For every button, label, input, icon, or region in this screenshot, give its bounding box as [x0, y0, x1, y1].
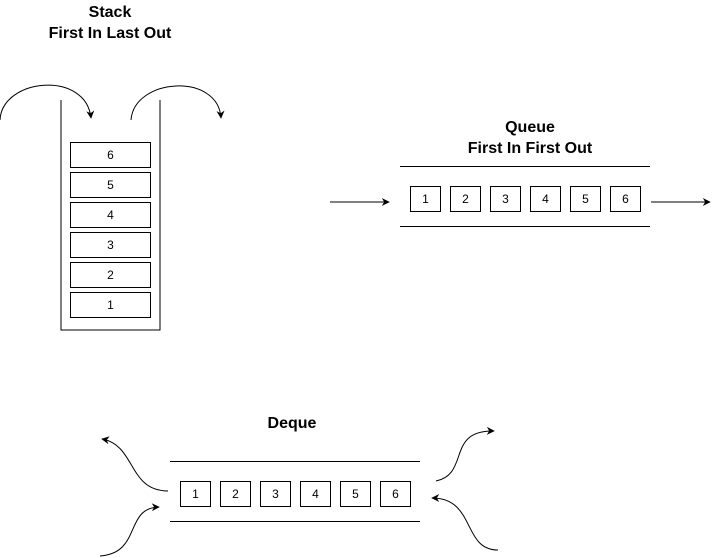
stack-item: 3: [70, 232, 151, 258]
queue-title-line1: Queue: [505, 119, 555, 136]
stack-item: 4: [70, 202, 151, 228]
queue-item: 1: [410, 186, 441, 212]
deque-right-in-arrow: [431, 494, 499, 551]
deque-item: 2: [220, 481, 251, 507]
stack-item: 2: [70, 262, 151, 288]
deque-item: 5: [340, 481, 371, 507]
deque-right-out-arrow: [435, 426, 495, 482]
stack-pop-arrow: [130, 85, 225, 121]
queue-item: 5: [570, 186, 601, 212]
queue-title: Queue First In First Out: [420, 117, 640, 159]
stack-title: Stack First In Last Out: [0, 2, 220, 44]
queue-top-line: [400, 166, 650, 167]
stack-title-line2: First In Last Out: [48, 25, 172, 42]
queue-item: 2: [450, 186, 481, 212]
queue-bottom-line: [400, 226, 650, 227]
deque-title: Deque: [267, 415, 317, 432]
deque-left-out-arrow: [101, 436, 169, 492]
deque-item: 6: [380, 481, 411, 507]
stack-item: 1: [70, 292, 151, 318]
queue-item: 6: [610, 186, 641, 212]
deque-top-line: [170, 461, 420, 462]
queue-title-line2: First In First Out: [467, 140, 593, 157]
deque-bottom-line: [170, 521, 420, 522]
deque-item: 1: [180, 481, 211, 507]
queue-item: 4: [530, 186, 561, 212]
queue-item: 3: [490, 186, 521, 212]
stack-item: 6: [70, 142, 151, 168]
stack-push-arrow: [0, 84, 95, 121]
deque-item: 4: [300, 481, 331, 507]
deque-item: 3: [260, 481, 291, 507]
stack-item: 5: [70, 172, 151, 198]
stack-title-line1: Stack: [88, 4, 132, 21]
deque-left-in-arrow: [99, 503, 160, 557]
